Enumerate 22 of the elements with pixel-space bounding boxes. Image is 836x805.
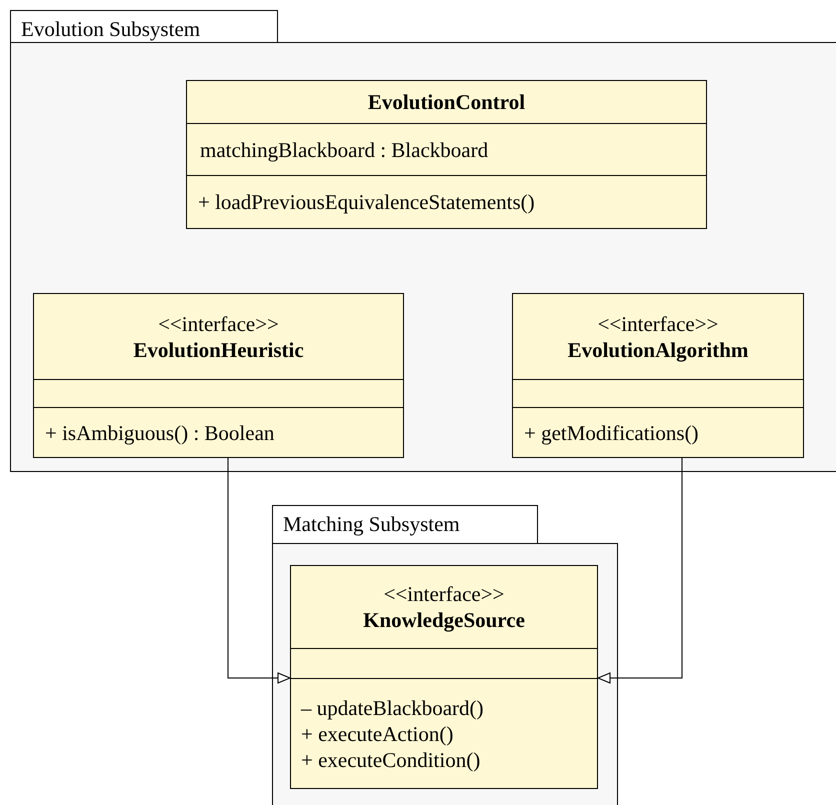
- operation: + loadPreviousEquivalenceStatements(): [198, 189, 535, 215]
- stereotype: <<interface>>: [598, 310, 718, 336]
- class-name: EvolutionControl: [368, 89, 526, 115]
- operation: + getModifications(): [524, 420, 699, 446]
- class-name: KnowledgeSource: [363, 607, 525, 633]
- operation: – updateBlackboard(): [301, 694, 484, 720]
- class-box: [33, 293, 404, 458]
- operation: + executeAction(): [301, 720, 454, 746]
- class-name: EvolutionHeuristic: [133, 336, 304, 362]
- stereotype: <<interface>>: [384, 581, 504, 607]
- class-box: [290, 565, 598, 789]
- package-tab: Evolution Subsystem: [10, 10, 278, 43]
- operation: + isAmbiguous() : Boolean: [45, 420, 274, 446]
- stereotype: <<interface>>: [158, 310, 279, 336]
- package-tab: Matching Subsystem: [272, 505, 538, 544]
- attribute: matchingBlackboard : Blackboard: [200, 136, 488, 162]
- realization-arrow: [228, 458, 290, 684]
- class-box: [186, 80, 707, 229]
- operation: + executeCondition(): [301, 746, 480, 772]
- class-box: [512, 293, 804, 458]
- class-name: EvolutionAlgorithm: [568, 336, 748, 362]
- realization-arrow: [598, 458, 682, 684]
